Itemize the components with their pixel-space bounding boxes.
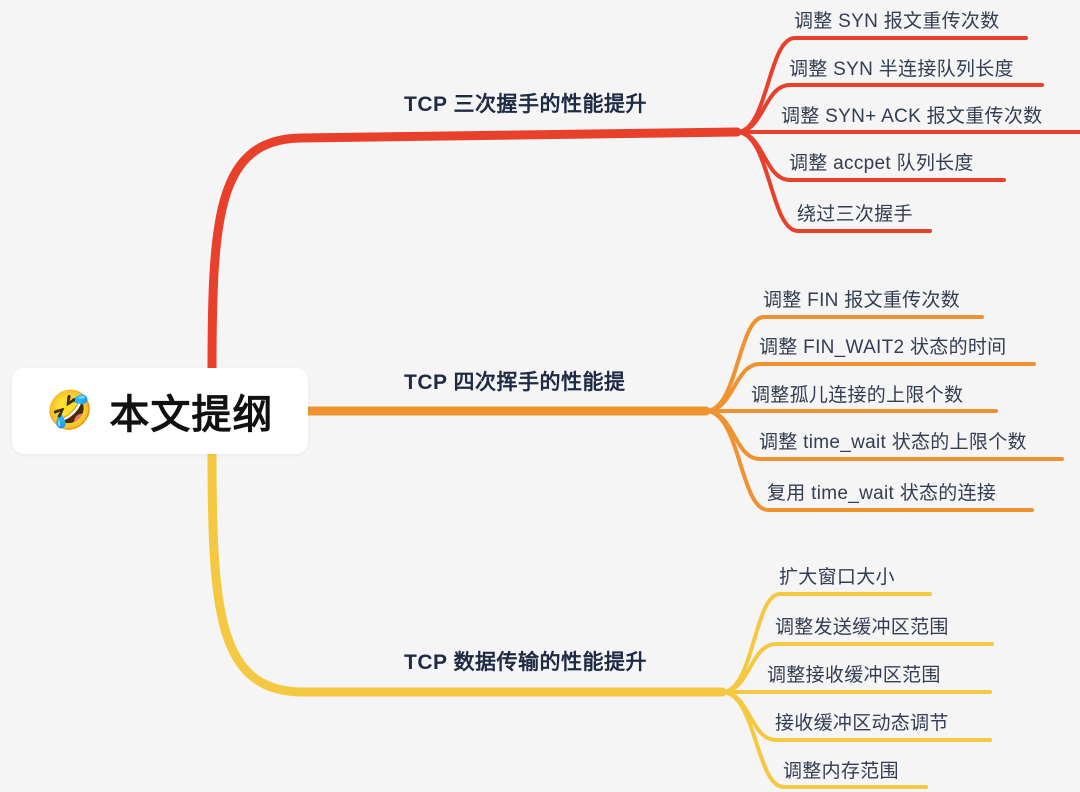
branch-label-wavehand[interactable]: TCP 四次挥手的性能提	[404, 371, 626, 394]
branch-label-handshake[interactable]: TCP 三次握手的性能提升	[404, 93, 647, 116]
leaf-label[interactable]: 扩大窗口大小	[779, 567, 895, 588]
rolling-on-the-floor-laughing-icon: 🤣	[46, 390, 94, 432]
root-node-title: 本文提纲	[109, 393, 274, 437]
leaf-label[interactable]: 调整 accpet 队列长度	[789, 153, 974, 174]
leaf-label[interactable]: 调整 FIN_WAIT2 状态的时间	[759, 337, 1007, 358]
leaf-label[interactable]: 复用 time_wait 状态的连接	[767, 483, 997, 504]
leaf-label[interactable]: 调整接收缓冲区范围	[767, 665, 941, 686]
leaf-label[interactable]: 调整 SYN 报文重传次数	[794, 11, 1000, 32]
leaf-label[interactable]: 调整 SYN 半连接队列长度	[789, 59, 1014, 80]
leaf-label[interactable]: 调整发送缓冲区范围	[775, 617, 949, 638]
leaf-label[interactable]: 调整孤儿连接的上限个数	[751, 385, 964, 406]
leaf-label[interactable]: 接收缓冲区动态调节	[775, 713, 949, 734]
branch-label-datatransfer[interactable]: TCP 数据传输的性能提升	[404, 651, 647, 674]
trunk-red	[207, 127, 742, 377]
leaf-label[interactable]: 调整内存范围	[783, 761, 899, 782]
leaf-label[interactable]: 调整 SYN+ ACK 报文重传次数	[781, 106, 1043, 127]
leaf-label[interactable]: 绕过三次握手	[797, 204, 913, 225]
leaf-label[interactable]: 调整 FIN 报文重传次数	[763, 290, 961, 311]
root-node[interactable]: 🤣 本文提纲	[12, 368, 308, 454]
leaf-label[interactable]: 调整 time_wait 状态的上限个数	[759, 432, 1027, 453]
